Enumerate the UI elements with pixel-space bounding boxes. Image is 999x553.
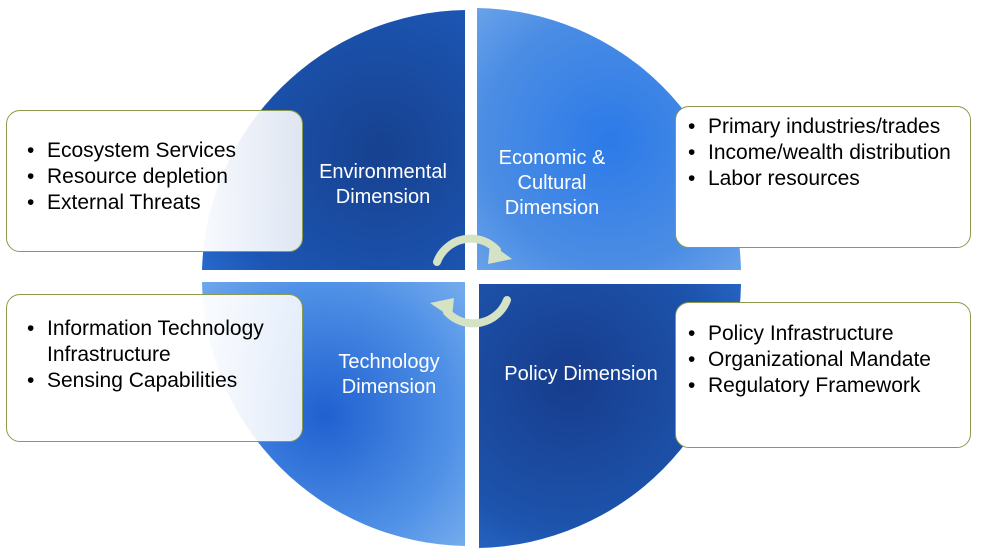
economic-bullets-box: Primary industries/trades Income/wealth … <box>675 106 971 248</box>
list-item: Policy Infrastructure <box>684 321 970 347</box>
technology-bullets-box: Information Technology Infrastructure Se… <box>6 294 303 442</box>
technology-bullet-list: Information Technology Infrastructure Se… <box>23 316 302 394</box>
environmental-bullets-box: Ecosystem Services Resource depletion Ex… <box>6 110 303 252</box>
list-item: Ecosystem Services <box>23 138 302 164</box>
list-item: Labor resources <box>684 166 970 192</box>
technology-dimension-label: Technology Dimension <box>338 351 440 398</box>
policy-dimension-label: Policy Dimension <box>504 363 658 385</box>
circular-arrows-icon <box>430 234 512 328</box>
policy-bullets-box: Policy Infrastructure Organizational Man… <box>675 302 971 448</box>
list-item: Regulatory Framework <box>684 373 970 399</box>
list-item: Primary industries/trades <box>684 114 970 140</box>
economic-dimension-label: Economic & Cultural Dimension <box>498 147 606 219</box>
list-item: Organizational Mandate <box>684 347 970 373</box>
environmental-bullet-list: Ecosystem Services Resource depletion Ex… <box>23 138 302 216</box>
list-item: Resource depletion <box>23 164 302 190</box>
economic-bullet-list: Primary industries/trades Income/wealth … <box>684 114 970 192</box>
list-item: Information Technology Infrastructure <box>23 316 302 368</box>
policy-bullet-list: Policy Infrastructure Organizational Man… <box>684 321 970 399</box>
list-item: Sensing Capabilities <box>23 368 302 394</box>
list-item: External Threats <box>23 190 302 216</box>
environmental-dimension-label: Environmental Dimension <box>319 161 447 208</box>
list-item: Income/wealth distribution <box>684 140 970 166</box>
